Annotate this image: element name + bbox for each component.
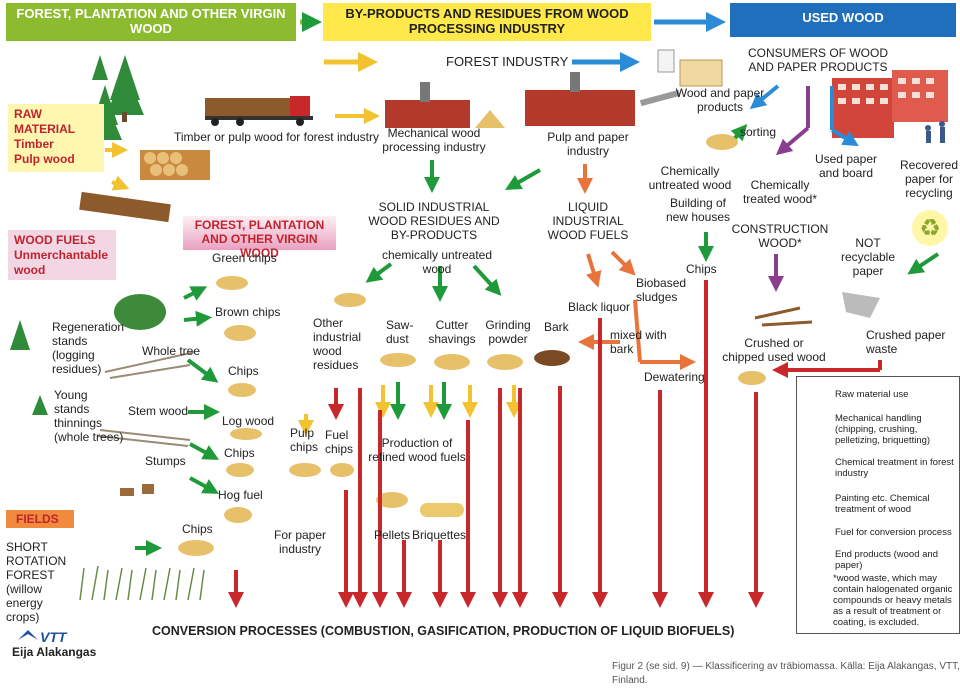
header-arrows (300, 12, 726, 72)
crushed-paper-label: Crushed paper waste (866, 328, 946, 356)
yellow-arrows (105, 108, 826, 436)
legend-mechanical: Mechanical handling (chipping, crushing,… (835, 413, 931, 446)
sorting-label: sorting (740, 125, 777, 139)
stump-icons (120, 484, 154, 496)
caption-label: Figur 2 (se sid. 9) — Klassificering av … (612, 661, 960, 686)
stumps-label: Stumps (145, 454, 186, 468)
short-rotation-label: SHORT ROTATION FOREST (willow energy cro… (6, 540, 67, 624)
truck-icon (205, 96, 313, 126)
conversion-label: CONVERSION PROCESSES (COMBUSTION, GASIFI… (152, 624, 735, 638)
stem-wood-label: Stem wood (128, 404, 189, 418)
log-pile-icon (79, 150, 210, 223)
regeneration-label: Regeneration stands (logging residues) (52, 320, 125, 376)
sawdust-label: Saw-dust (386, 318, 414, 346)
chem-untreated-wood-label: chemically untreated wood (381, 248, 493, 276)
wood-fuels-box: WOOD FUELS Unmerchantable wood (8, 230, 116, 280)
raw-material-label: RAW MATERIAL (14, 107, 76, 136)
used-wood-header-text: USED WOOD (802, 10, 884, 25)
not-recyclable-label: NOT recyclable paper (840, 236, 896, 278)
wood-fuels-label: WOOD FUELS (14, 233, 96, 247)
byproducts-header-text: BY-PRODUCTS AND RESIDUES FROM WOOD PROCE… (345, 6, 629, 36)
recovered-paper-label: Recovered paper for recycling (899, 158, 959, 200)
mixed-bark-label: mixed with bark (610, 328, 667, 356)
unmerchantable-label: Unmerchantable wood (14, 248, 109, 277)
timber-pulp-label: Timber or pulp wood for forest industry (174, 130, 379, 144)
biobased-label: Biobased sludges (636, 276, 687, 304)
author-label: Eija Alakangas (12, 645, 97, 659)
raw-material-box: RAW MATERIAL Timber Pulp wood (8, 104, 104, 172)
factory-icons (385, 72, 681, 128)
whole-tree-label: Whole tree (142, 344, 201, 358)
vtt-logo (18, 630, 38, 640)
orange-arrows (577, 164, 826, 471)
forest-industry-label: FOREST INDUSTRY (446, 54, 569, 69)
chip-icons (178, 134, 766, 556)
legend: Raw material use Mechanical handling (ch… (796, 376, 960, 634)
legend-painting: Painting etc. Chemical treatment of wood (835, 493, 930, 515)
refined-label: Production of refined wood fuels (368, 436, 466, 464)
pulp-wood-label: Pulp wood (14, 152, 75, 166)
paper-products-icon (657, 49, 723, 87)
crushed-chipped-label: Crushed or chipped used wood (722, 336, 826, 364)
chem-treated-label: Chemically treated wood* (742, 178, 818, 206)
legend-end-products: End products (wood and paper) (835, 549, 938, 571)
brown-chips-label: Brown chips (215, 305, 281, 319)
whole-tree-icon (114, 294, 166, 330)
red-arrows (228, 280, 882, 608)
bark-icon (534, 350, 570, 366)
willow-icon (79, 565, 205, 601)
bark-label: Bark (544, 320, 569, 334)
briquettes-label: Briquettes (412, 528, 467, 542)
briquette-icon (420, 503, 464, 517)
chips-fields-label: Chips (182, 522, 213, 536)
pulp-chips-label: Pulp chips (290, 426, 319, 454)
chips-b-label: Chips (224, 446, 255, 460)
legend-chemical: Chemical treatment in forest industry (835, 457, 954, 479)
paper-industry-label: For paper industry (273, 528, 327, 556)
timber-label: Timber (14, 137, 54, 151)
green-arrows (135, 123, 940, 556)
forest-box-label: FOREST, PLANTATION AND OTHER VIRGIN WOOD (194, 218, 325, 260)
forest-header (6, 3, 296, 41)
other-residues-label: Other industrial wood residues (313, 316, 362, 372)
mechanical-industry-label: Mechanical wood processing industry (382, 126, 486, 154)
byproducts-header (323, 3, 651, 41)
fields-box: FIELDS (6, 510, 74, 528)
svg-text:♻: ♻ (919, 214, 941, 242)
green-chips-label: Green chips (212, 251, 277, 265)
chips-right-label: Chips (686, 262, 717, 276)
hog-fuel-label: Hog fuel (218, 488, 263, 502)
recycle-icon: ♻ (912, 210, 948, 246)
solid-residues-label: SOLID INDUSTRIAL WOOD RESIDUES AND BY-PR… (368, 200, 500, 242)
young-stands-label: Young stands thinnings (whole trees) (54, 388, 124, 444)
black-liquor-label: Black liquor (568, 300, 631, 314)
chips-a-label: Chips (228, 364, 259, 378)
legend-raw-material: Raw material use (835, 389, 909, 400)
construction-wood-icon (754, 306, 813, 327)
legend-fuel: Fuel for conversion process (835, 527, 952, 538)
vtt-label: VTT (40, 629, 67, 645)
construction-wood-label: CONSTRUCTION WOOD* (731, 222, 829, 250)
legend-footnote: *wood waste, which may contain halogenat… (833, 573, 953, 628)
pulp-paper-industry-label: Pulp and paper industry (547, 130, 629, 158)
cutter-label: Cutter shavings (428, 318, 476, 346)
pellets-label: Pellets (374, 528, 411, 542)
log-wood-label: Log wood (222, 414, 275, 428)
used-paper-label: Used paper and board (814, 152, 878, 180)
paper-waste-icon (842, 292, 880, 318)
left-tree-icons (10, 320, 48, 415)
forest-header-text: FOREST, PLANTATION AND OTHER VIRGIN WOOD (16, 6, 286, 36)
used-wood-header (730, 3, 956, 37)
chem-untreated-label: Chemically untreated wood (648, 164, 732, 192)
wood-paper-products-label: Wood and paper products (675, 86, 765, 114)
building-label: Building of new houses (665, 196, 731, 224)
dewatering-label: Dewatering (644, 370, 705, 384)
consumers-label: CONSUMERS OF WOOD AND PAPER PRODUCTS (748, 46, 888, 74)
grinding-label: Grinding powder (485, 318, 531, 346)
building-icons (832, 70, 948, 143)
fuel-chips-label: Fuel chips (325, 428, 354, 456)
forest-box (183, 216, 336, 250)
branch-icons (97, 351, 196, 447)
liquid-fuels-label: LIQUID INDUSTRIAL WOOD FUELS (547, 200, 629, 242)
